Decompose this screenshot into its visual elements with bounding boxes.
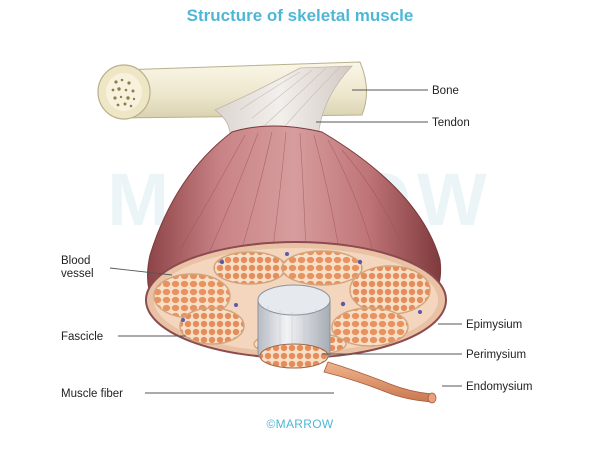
muscle-fiber bbox=[323, 361, 437, 404]
label-blood-vessel-line1: Blood bbox=[61, 255, 90, 267]
diagram-title: Structure of skeletal muscle bbox=[186, 6, 414, 25]
label-tendon: Tendon bbox=[432, 117, 470, 129]
credit-text: ©MARROW bbox=[266, 417, 334, 431]
label-endomysium: Endomysium bbox=[466, 381, 532, 393]
label-blood-vessel-line2: vessel bbox=[61, 268, 94, 280]
leader-lines bbox=[109, 89, 462, 394]
label-fascicle: Fascicle bbox=[61, 331, 103, 343]
label-perimysium: Perimysium bbox=[466, 349, 526, 361]
label-muscle-fiber: Muscle fiber bbox=[61, 388, 123, 400]
label-bone: Bone bbox=[432, 85, 459, 97]
extruded-fascicle bbox=[257, 284, 331, 369]
label-epimysium: Epimysium bbox=[466, 319, 522, 331]
